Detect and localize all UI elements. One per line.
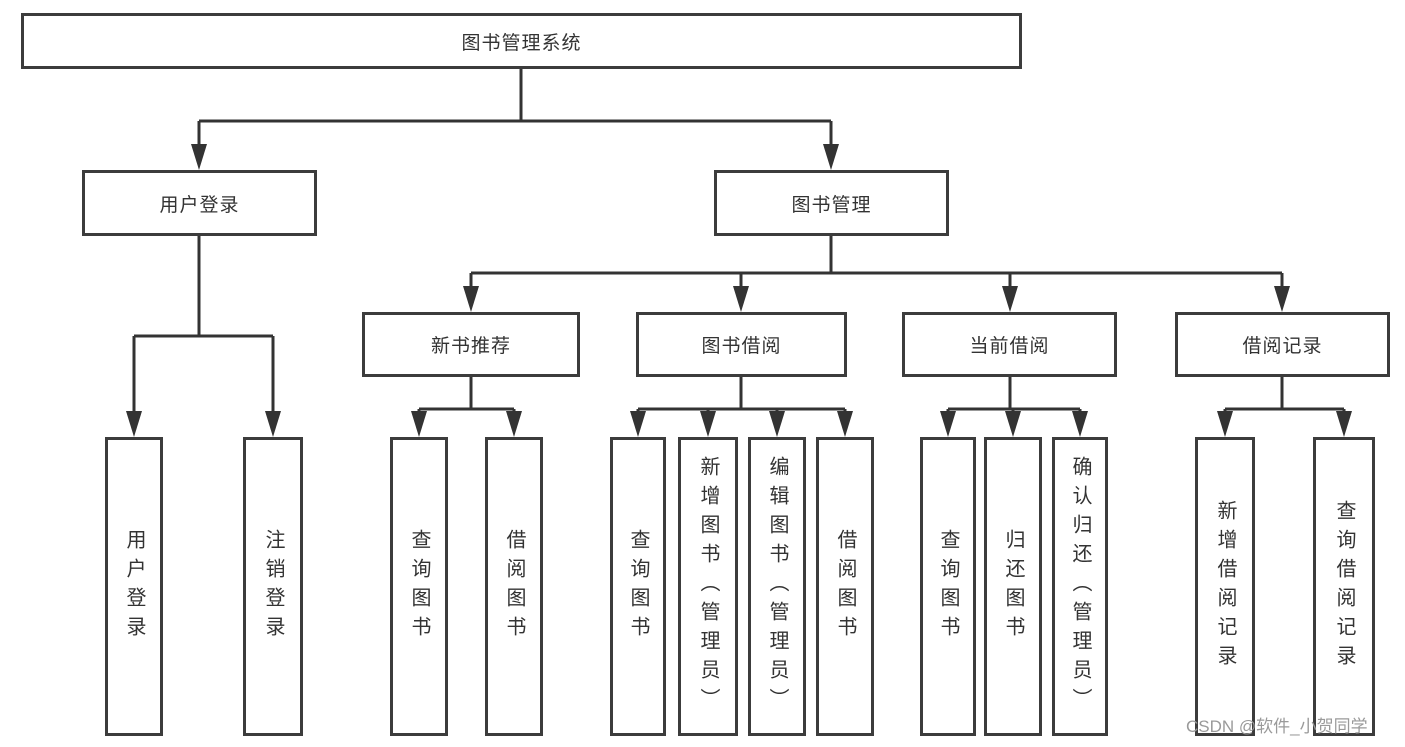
csdn-watermark: CSDN @软件_小贺同学 <box>1186 717 1368 736</box>
leaf-logout: 注销登录 <box>243 437 303 736</box>
leaf-query-books-current: 查询图书 <box>920 437 976 736</box>
arrow-down-icon <box>769 411 785 437</box>
arrow-down-icon <box>463 286 479 312</box>
leaf-label: 借阅图书 <box>503 528 525 645</box>
arrow-down-icon <box>1274 286 1290 312</box>
arrow-down-icon <box>1217 411 1233 437</box>
arrow-down-icon <box>733 286 749 312</box>
arrow-down-icon <box>1005 411 1021 437</box>
leaf-label: 编辑图书（管理员） <box>766 456 788 717</box>
leaf-user-login: 用户登录 <box>105 437 163 736</box>
node-borrowing-records: 借阅记录 <box>1175 312 1390 377</box>
leaf-return-books: 归还图书 <box>984 437 1042 736</box>
leaf-label: 查询借阅记录 <box>1333 499 1355 674</box>
node-new-book-recommendation: 新书推荐 <box>362 312 580 377</box>
arrow-down-icon <box>837 411 853 437</box>
leaf-label: 用户登录 <box>123 528 145 645</box>
leaf-label: 注销登录 <box>262 528 284 645</box>
leaf-add-books-admin: 新增图书（管理员） <box>678 437 738 736</box>
arrow-down-icon <box>630 411 646 437</box>
leaf-label: 查询图书 <box>408 528 430 645</box>
arrow-down-icon <box>191 144 207 170</box>
arrow-down-icon <box>1072 411 1088 437</box>
leaf-borrow-books-recommend: 借阅图书 <box>485 437 543 736</box>
leaf-edit-books-admin: 编辑图书（管理员） <box>748 437 806 736</box>
node-user-login: 用户登录 <box>82 170 317 236</box>
leaf-confirm-return-admin: 确认归还（管理员） <box>1052 437 1108 736</box>
leaf-label: 查询图书 <box>627 528 649 645</box>
leaf-add-borrow-record: 新增借阅记录 <box>1195 437 1255 736</box>
leaf-label: 新增借阅记录 <box>1214 499 1236 674</box>
arrow-down-icon <box>506 411 522 437</box>
leaf-label: 借阅图书 <box>834 528 856 645</box>
leaf-query-books-borrowing: 查询图书 <box>610 437 666 736</box>
leaf-label: 确认归还（管理员） <box>1069 456 1091 717</box>
leaf-label: 新增图书（管理员） <box>697 456 719 717</box>
arrow-down-icon <box>1002 286 1018 312</box>
arrow-down-icon <box>411 411 427 437</box>
leaf-label: 查询图书 <box>937 528 959 645</box>
leaf-borrow-books-borrowing: 借阅图书 <box>816 437 874 736</box>
arrow-down-icon <box>126 411 142 437</box>
arrow-down-icon <box>823 144 839 170</box>
leaf-query-borrow-record: 查询借阅记录 <box>1313 437 1375 736</box>
arrow-down-icon <box>265 411 281 437</box>
leaf-query-books-recommend: 查询图书 <box>390 437 448 736</box>
node-book-borrowing: 图书借阅 <box>636 312 847 377</box>
arrow-down-icon <box>700 411 716 437</box>
arrow-down-icon <box>940 411 956 437</box>
leaf-label: 归还图书 <box>1002 528 1024 645</box>
node-book-management: 图书管理 <box>714 170 949 236</box>
node-library-management-system: 图书管理系统 <box>21 13 1022 69</box>
arrow-down-icon <box>1336 411 1352 437</box>
node-current-borrowing: 当前借阅 <box>902 312 1117 377</box>
